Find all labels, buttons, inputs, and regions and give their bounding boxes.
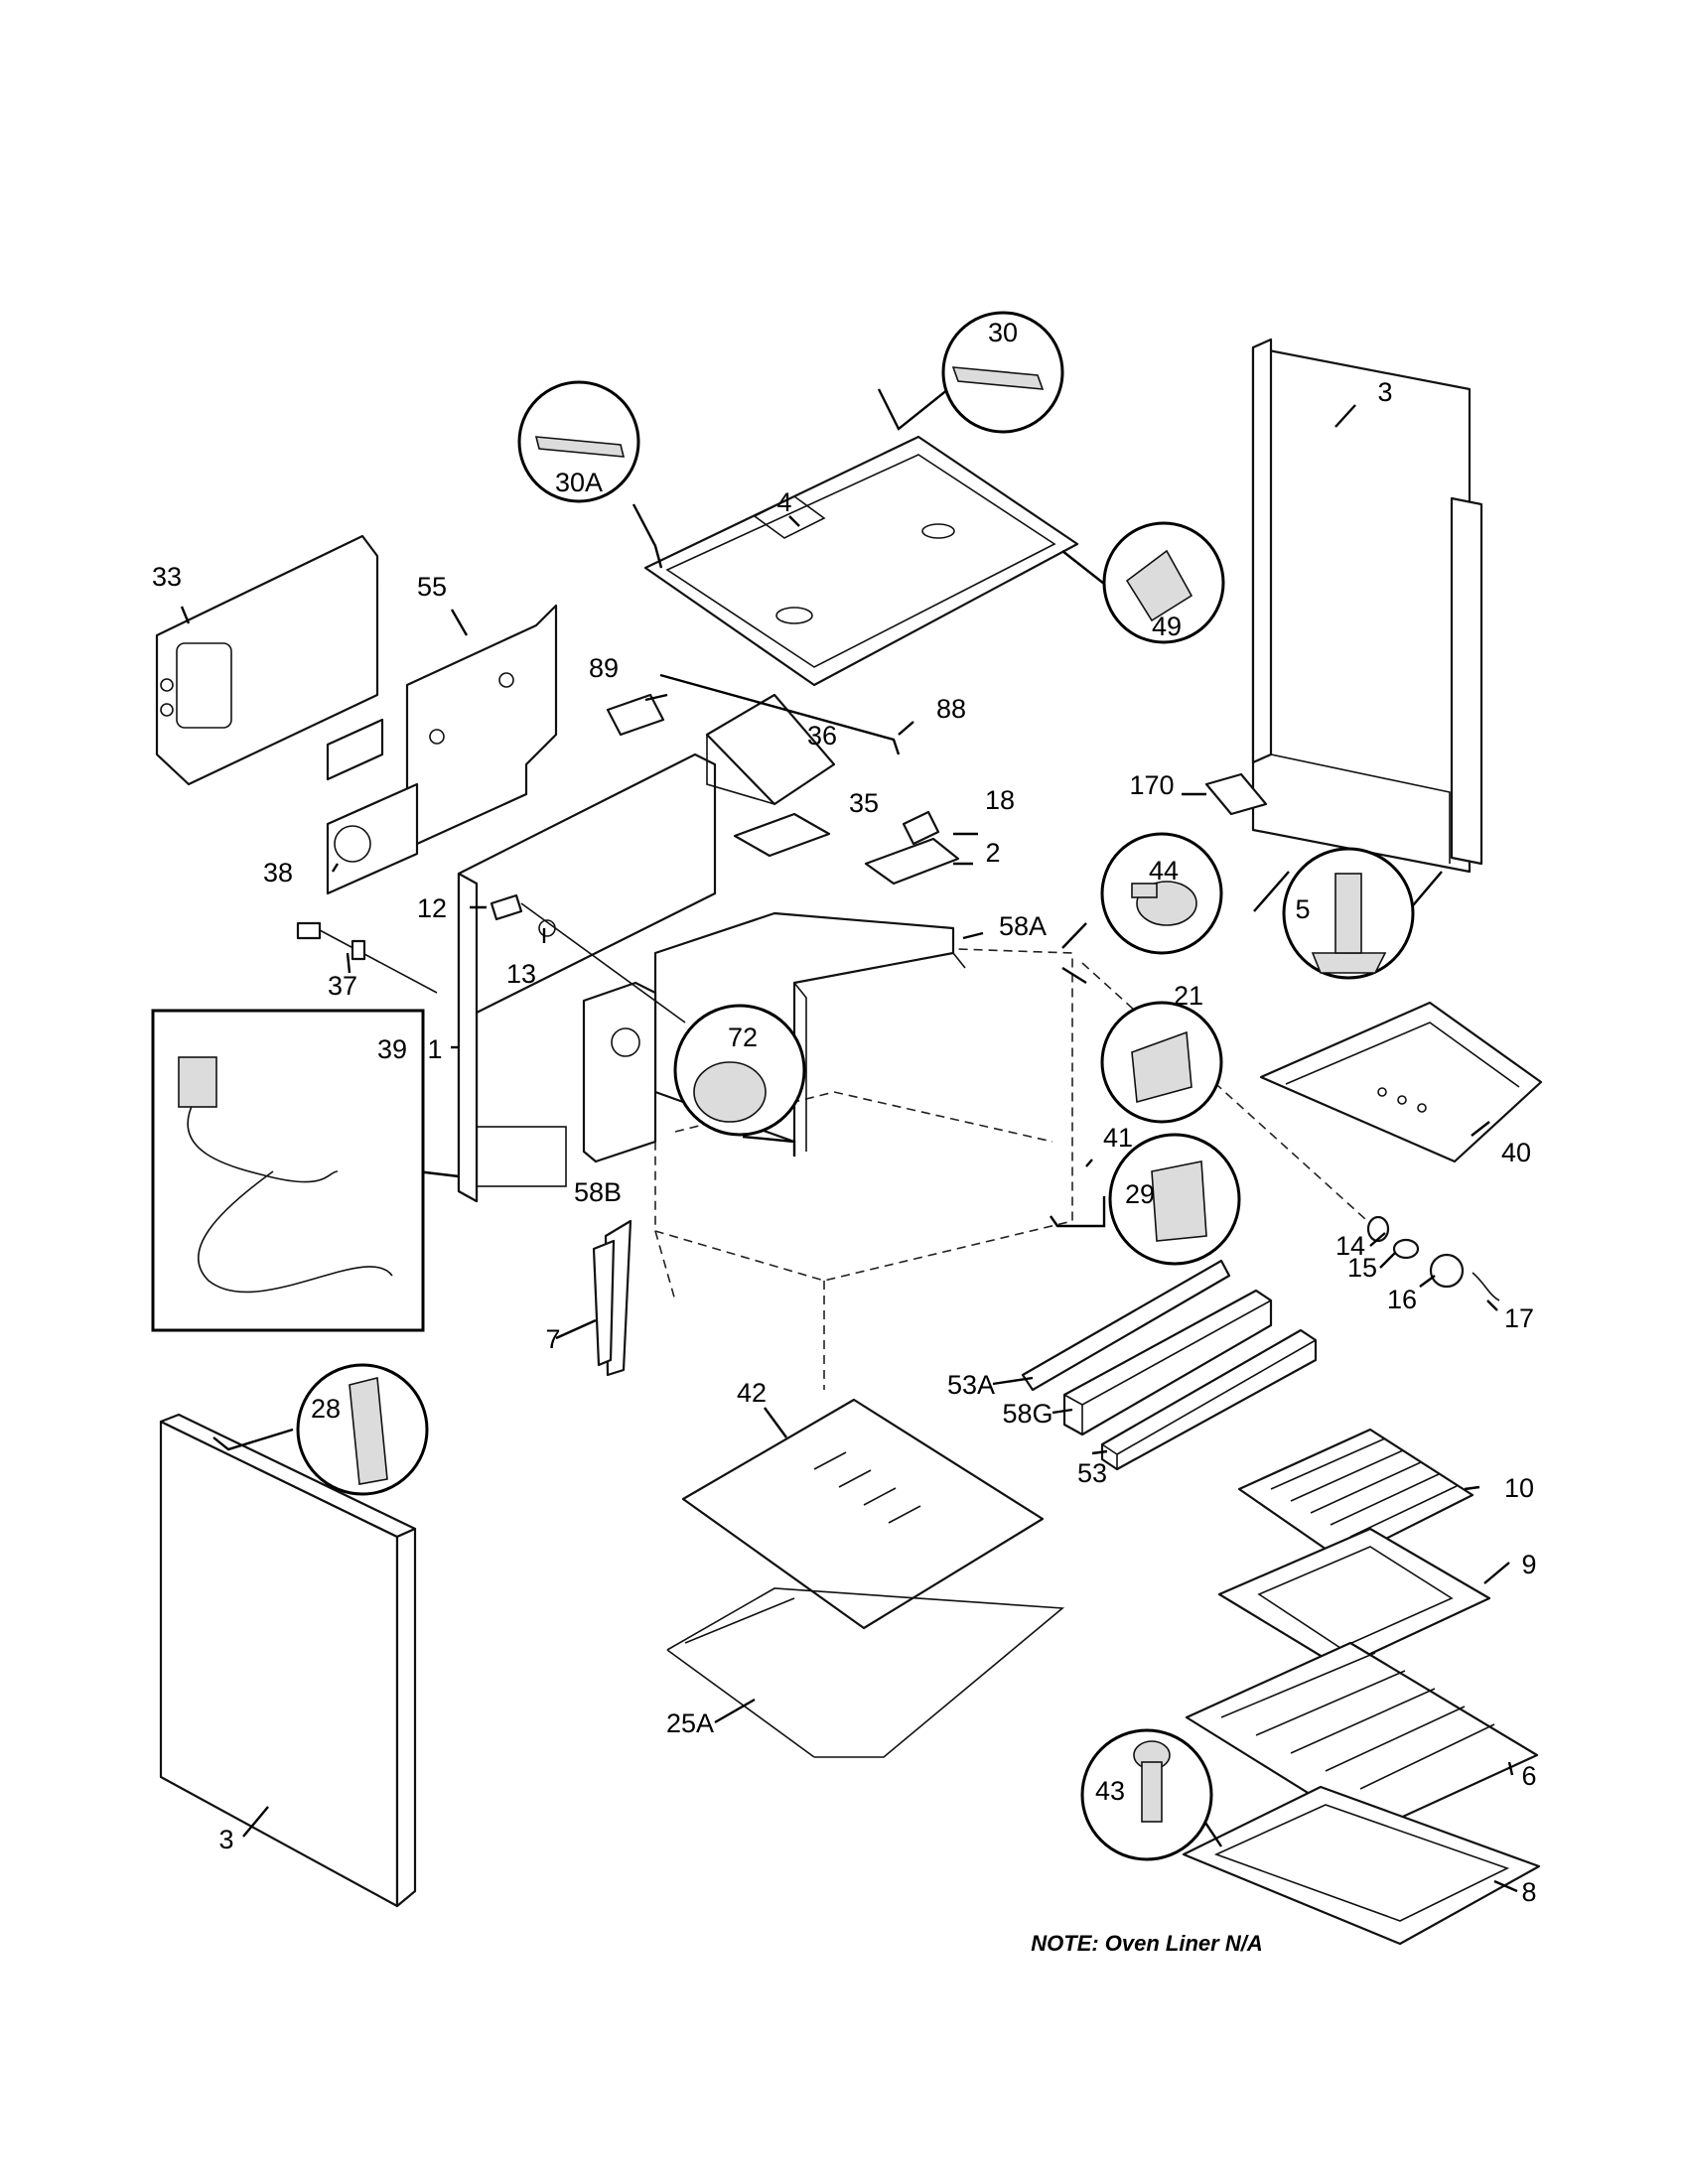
- label-88: 88: [936, 694, 966, 724]
- trim-53-part: [1100, 1328, 1318, 1471]
- note-text: NOTE: Oven Liner N/A: [1031, 1931, 1262, 1956]
- callout-43: [1080, 1728, 1213, 1861]
- label-16: 16: [1387, 1285, 1417, 1314]
- label-10: 10: [1504, 1473, 1534, 1503]
- label-49: 49: [1152, 612, 1182, 641]
- label-6: 6: [1521, 1761, 1536, 1791]
- label-2: 2: [985, 838, 1000, 868]
- callout-5: [1282, 847, 1415, 980]
- label-38: 38: [263, 858, 293, 887]
- callout-72: [673, 1004, 806, 1137]
- label-3-bottom: 3: [218, 1825, 233, 1854]
- label-44: 44: [1149, 856, 1179, 886]
- label-33: 33: [152, 562, 182, 592]
- baffle-36-part: [705, 693, 836, 806]
- insulation-58g-part: [1062, 1289, 1273, 1436]
- plate-35-part: [733, 812, 831, 858]
- label-17: 17: [1504, 1303, 1534, 1333]
- lamp-assembly-part: [1366, 1215, 1500, 1301]
- switch-89-part: [606, 693, 665, 737]
- callout-30: [941, 311, 1064, 434]
- callout-30a: [517, 380, 640, 503]
- label-30a: 30A: [555, 468, 603, 497]
- lamp-guide-line: [1081, 962, 1366, 1220]
- label-29: 29: [1125, 1179, 1155, 1209]
- label-35: 35: [849, 788, 879, 818]
- label-40: 40: [1501, 1138, 1531, 1167]
- panel-38-part: [326, 718, 419, 895]
- label-15: 15: [1347, 1253, 1377, 1283]
- side-panel-right-part: [1251, 338, 1483, 874]
- bracket-2-part: [864, 837, 960, 886]
- label-53: 53: [1077, 1458, 1107, 1488]
- heat-shield-55-part: [405, 604, 558, 846]
- shield-plate-40-part: [1259, 1001, 1543, 1163]
- wire-37-part: [296, 921, 438, 994]
- label-7: 7: [545, 1324, 560, 1354]
- oven-bottom-42-part: [681, 1398, 1045, 1630]
- rear-bracket-33-part: [155, 534, 379, 786]
- labels-layer: 30 30A 4 3 49 33 55 89 88 36 35 18 2 170…: [152, 318, 1537, 1956]
- broiler-pan-9-part: [1217, 1527, 1491, 1670]
- bracket-170-part: [1204, 772, 1268, 816]
- broiler-grid-10-part: [1237, 1428, 1474, 1563]
- back-panel-1-part: [457, 752, 717, 1203]
- label-89: 89: [589, 653, 619, 683]
- liner-8-part: [1182, 1785, 1541, 1946]
- label-28: 28: [311, 1394, 341, 1424]
- label-9: 9: [1521, 1550, 1536, 1579]
- label-42: 42: [737, 1378, 767, 1408]
- frame-25a-part: [666, 1587, 1065, 1758]
- label-53a: 53A: [947, 1370, 995, 1400]
- label-13: 13: [506, 959, 536, 989]
- callout-28: [296, 1363, 429, 1496]
- label-58g: 58G: [1002, 1399, 1052, 1429]
- switch-18-part: [902, 810, 940, 846]
- label-12: 12: [417, 893, 447, 923]
- label-21: 21: [1174, 981, 1203, 1011]
- rail-53a-part: [1021, 1259, 1231, 1392]
- label-14: 14: [1335, 1231, 1365, 1261]
- hinge-7-part: [592, 1219, 632, 1377]
- callout-44: [1100, 832, 1223, 955]
- callout-29: [1108, 1133, 1241, 1266]
- label-36: 36: [807, 721, 837, 751]
- callout-21: [1100, 1001, 1223, 1124]
- oven-rack-6-part: [1185, 1641, 1539, 1834]
- label-41: 41: [1103, 1123, 1133, 1153]
- label-1: 1: [427, 1034, 442, 1064]
- label-55: 55: [417, 572, 447, 602]
- label-8: 8: [1521, 1877, 1536, 1907]
- label-25a: 25A: [666, 1708, 714, 1738]
- label-39: 39: [377, 1034, 407, 1064]
- label-170: 170: [1129, 770, 1174, 800]
- label-58a: 58A: [999, 911, 1047, 941]
- insulation-58b-part: [582, 981, 657, 1163]
- label-37: 37: [328, 971, 357, 1001]
- label-3-top: 3: [1377, 377, 1392, 407]
- sensor-12-part: [490, 893, 686, 1024]
- callout-39: [151, 1009, 425, 1332]
- top-panel-part: [643, 435, 1079, 687]
- label-58b: 58B: [574, 1177, 622, 1207]
- label-18: 18: [985, 785, 1015, 815]
- label-4: 4: [776, 487, 791, 517]
- label-43: 43: [1095, 1776, 1125, 1806]
- label-30: 30: [988, 318, 1018, 347]
- label-72: 72: [728, 1023, 758, 1052]
- callout-49: [1102, 521, 1225, 644]
- label-5: 5: [1295, 894, 1310, 924]
